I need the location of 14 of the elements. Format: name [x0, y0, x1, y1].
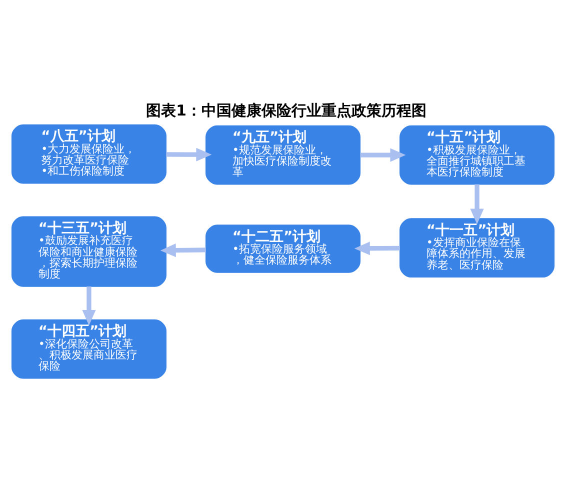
arrow — [82, 286, 96, 326]
arrow — [470, 184, 484, 224]
arrow — [160, 244, 206, 258]
arrow — [360, 148, 406, 162]
node-box: “十三五”计划 •鼓励发展补充医疗保险和商业健康保险，探索长期护理保险制度 — [11, 216, 166, 287]
node-box: “十五”计划 •积极发展保险业，全面推行城镇职工基本医疗保险制度 — [400, 125, 555, 185]
node-box: “八五”计划 •大力发展保险业，努力改革医疗保险 •和工伤保险制度 — [11, 124, 166, 184]
diagram-title: 图表1：中国健康保险行业重点政策历程图 — [146, 101, 426, 120]
node-box: “十四五”计划 •深化保险公司改革、积极发展商业医疗保险 — [11, 319, 166, 379]
node-box: “九五”计划 •规范发展保险业，加快医疗保险制度改革 — [205, 125, 361, 185]
node-box: “十二五”计划 •拓宽保险服务领域，健全保险服务体系 — [205, 224, 361, 273]
arrow — [166, 148, 212, 162]
node-box: “十一五”计划 •发挥商业保险在保障体系的作用、发展养老、医疗保险 — [400, 218, 555, 278]
arrow — [354, 242, 400, 256]
